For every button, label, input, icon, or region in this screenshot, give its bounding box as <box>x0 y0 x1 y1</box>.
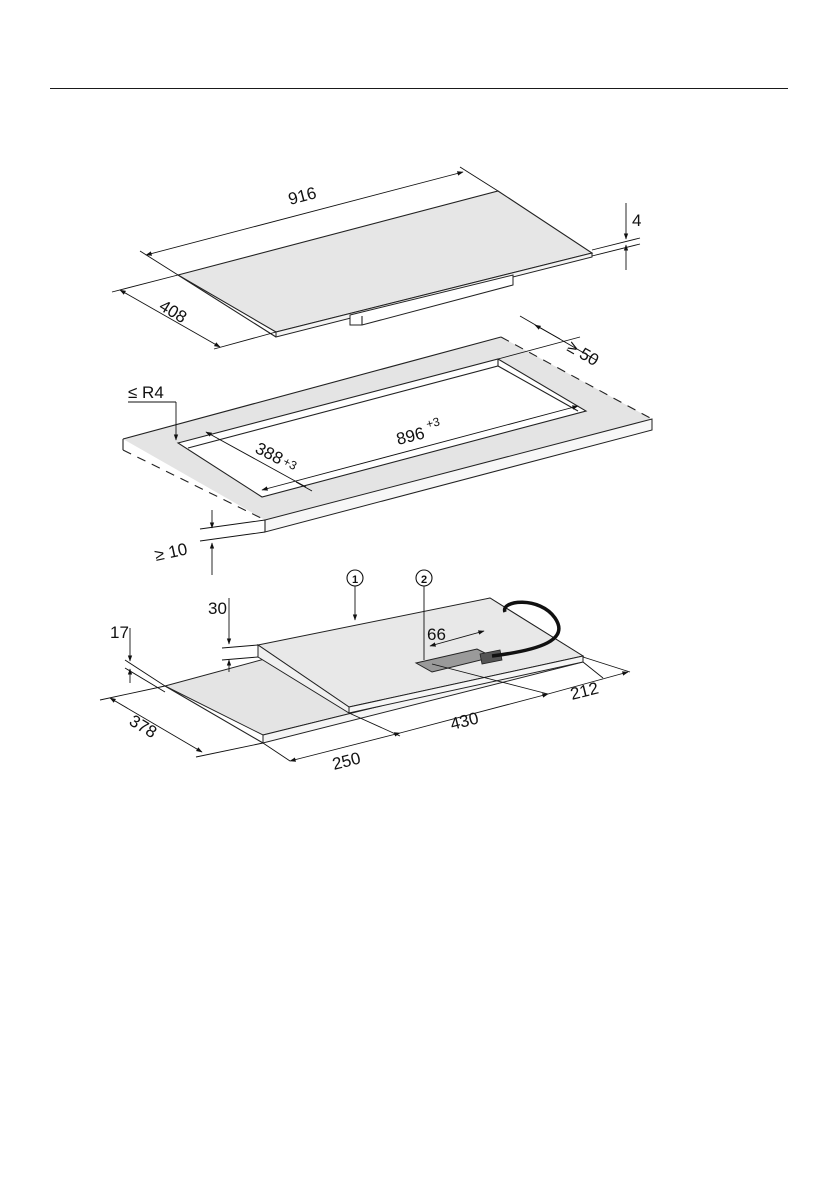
underside-drawing <box>163 597 585 744</box>
connection-plug <box>479 649 503 665</box>
label-250: 250 <box>330 749 362 774</box>
label-r4: ≤ R4 <box>128 383 164 402</box>
label-916: 916 <box>286 183 318 209</box>
worktop-drawing <box>122 336 653 533</box>
dim-worktop-thickness: ≥ 10 <box>153 510 266 575</box>
svg-text:2: 2 <box>421 574 427 586</box>
dim-step-height: 30 <box>208 598 259 672</box>
label-212: 212 <box>568 679 600 704</box>
callout-1: 1 <box>346 569 364 621</box>
hob-drawing <box>176 190 594 338</box>
label-4: 4 <box>632 211 641 230</box>
label-378: 378 <box>126 711 160 742</box>
hob-body <box>349 274 514 326</box>
callout-2: 2 <box>415 569 433 660</box>
dim-corner-radius: ≤ R4 <box>128 383 179 441</box>
label-17: 17 <box>110 623 129 642</box>
dim-glass-thickness: 4 <box>591 203 641 270</box>
label-ge-50: ≥ 50 <box>564 337 602 370</box>
label-66: 66 <box>427 625 446 644</box>
dim-base-height: 17 <box>110 623 166 693</box>
label-ge-10: ≥ 10 <box>153 539 189 564</box>
label-430: 430 <box>448 709 480 734</box>
dim-66: 66 <box>427 625 485 647</box>
label-30: 30 <box>208 599 227 618</box>
power-cable <box>491 600 561 658</box>
label-408: 408 <box>156 296 190 327</box>
svg-text:1: 1 <box>352 574 358 586</box>
dim-hob-width: 916 <box>139 166 499 276</box>
dim-cutout-depth: 388+3 <box>205 431 313 492</box>
label-388: 388+3 <box>252 439 300 476</box>
header-rule <box>50 88 788 89</box>
